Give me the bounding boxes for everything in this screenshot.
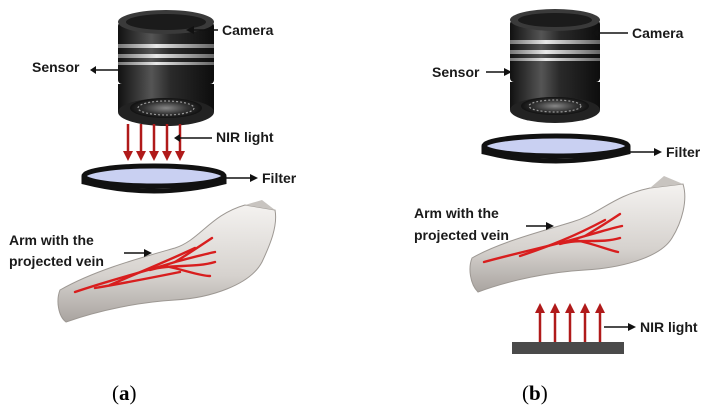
panel-b: Camera Sensor Filter Arm with the projec… [414, 9, 701, 405]
camera-a [118, 10, 214, 126]
label-arm-line1-b: Arm with the [414, 205, 499, 221]
label-arm-line2-b: projected vein [414, 227, 509, 243]
panel-a: Camera Sensor NIR light Filter Arm with … [9, 10, 297, 405]
caption-b: (b) [522, 381, 548, 405]
filter-b [481, 133, 631, 164]
label-camera-a: Camera [222, 22, 274, 38]
nir-arrows-a [123, 124, 185, 161]
label-filter-a: Filter [262, 170, 297, 186]
light-source [512, 342, 624, 354]
label-filter-b: Filter [666, 144, 701, 160]
label-sensor-a: Sensor [32, 59, 80, 75]
vein-a [73, 236, 217, 294]
camera-b [510, 9, 600, 123]
label-nir-light-b: NIR light [640, 319, 698, 335]
label-nir-light-a: NIR light [216, 129, 274, 145]
label-arm-line2-a: projected vein [9, 253, 104, 269]
vein-b [482, 212, 624, 264]
caption-a: (a) [112, 381, 137, 405]
label-sensor-b: Sensor [432, 64, 480, 80]
filter-a [81, 163, 227, 194]
label-arm-line1-a: Arm with the [9, 232, 94, 248]
nir-arrows-b [535, 303, 605, 342]
label-camera-b: Camera [632, 25, 684, 41]
